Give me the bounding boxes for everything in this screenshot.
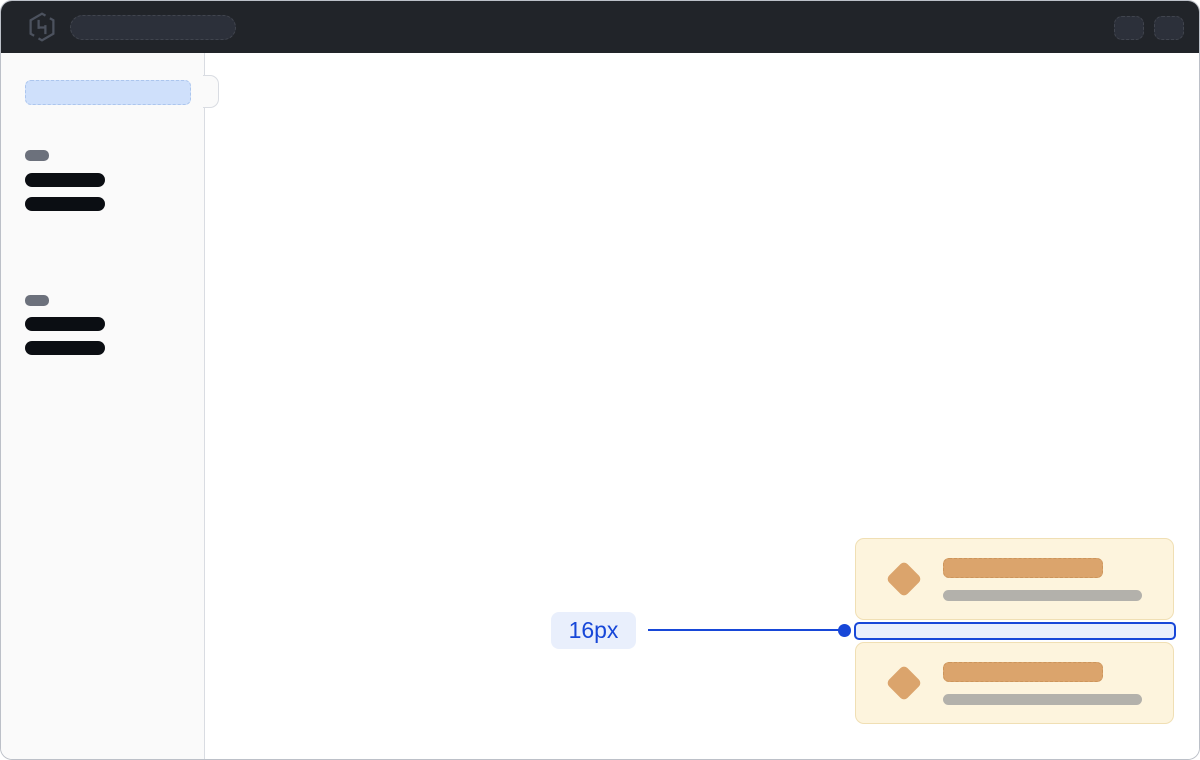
card-text-skeleton — [943, 661, 1142, 705]
card-subtitle-skeleton — [943, 693, 1142, 705]
example-card-2 — [855, 642, 1174, 724]
hashicorp-logo-icon[interactable] — [27, 12, 57, 42]
sidebar-group-2-heading-skeleton — [25, 295, 49, 306]
card-title-skeleton — [943, 661, 1103, 682]
sidebar-collapse-tab[interactable] — [203, 75, 219, 108]
main-content — [206, 53, 1199, 759]
example-card-1 — [855, 538, 1174, 620]
annotation-connector-line — [648, 629, 844, 631]
sidebar-group-1-heading-skeleton — [25, 150, 49, 161]
spacing-annotation-text: 16px — [568, 617, 619, 643]
annotation-connector-dot — [838, 624, 851, 637]
spacing-measurement-box — [854, 622, 1176, 640]
sidebar — [1, 53, 205, 759]
spacing-annotation-label: 16px — [551, 612, 636, 649]
sidebar-group-1-item-skeleton[interactable] — [25, 173, 105, 187]
topbar-action-skeleton-2[interactable] — [1154, 16, 1184, 40]
sidebar-group-2-item-skeleton[interactable] — [25, 341, 105, 355]
topbar-action-skeleton-1[interactable] — [1114, 16, 1144, 40]
sidebar-group-1-item-skeleton[interactable] — [25, 197, 105, 211]
diamond-icon — [885, 560, 922, 598]
sidebar-active-item-skeleton[interactable] — [25, 80, 191, 105]
card-subtitle-skeleton — [943, 589, 1142, 601]
top-navigation-bar — [1, 1, 1199, 53]
sidebar-group-2-item-skeleton[interactable] — [25, 317, 105, 331]
card-title-skeleton — [943, 557, 1103, 578]
diamond-icon — [885, 664, 922, 702]
search-input-skeleton[interactable] — [70, 15, 236, 40]
card-text-skeleton — [943, 557, 1142, 601]
